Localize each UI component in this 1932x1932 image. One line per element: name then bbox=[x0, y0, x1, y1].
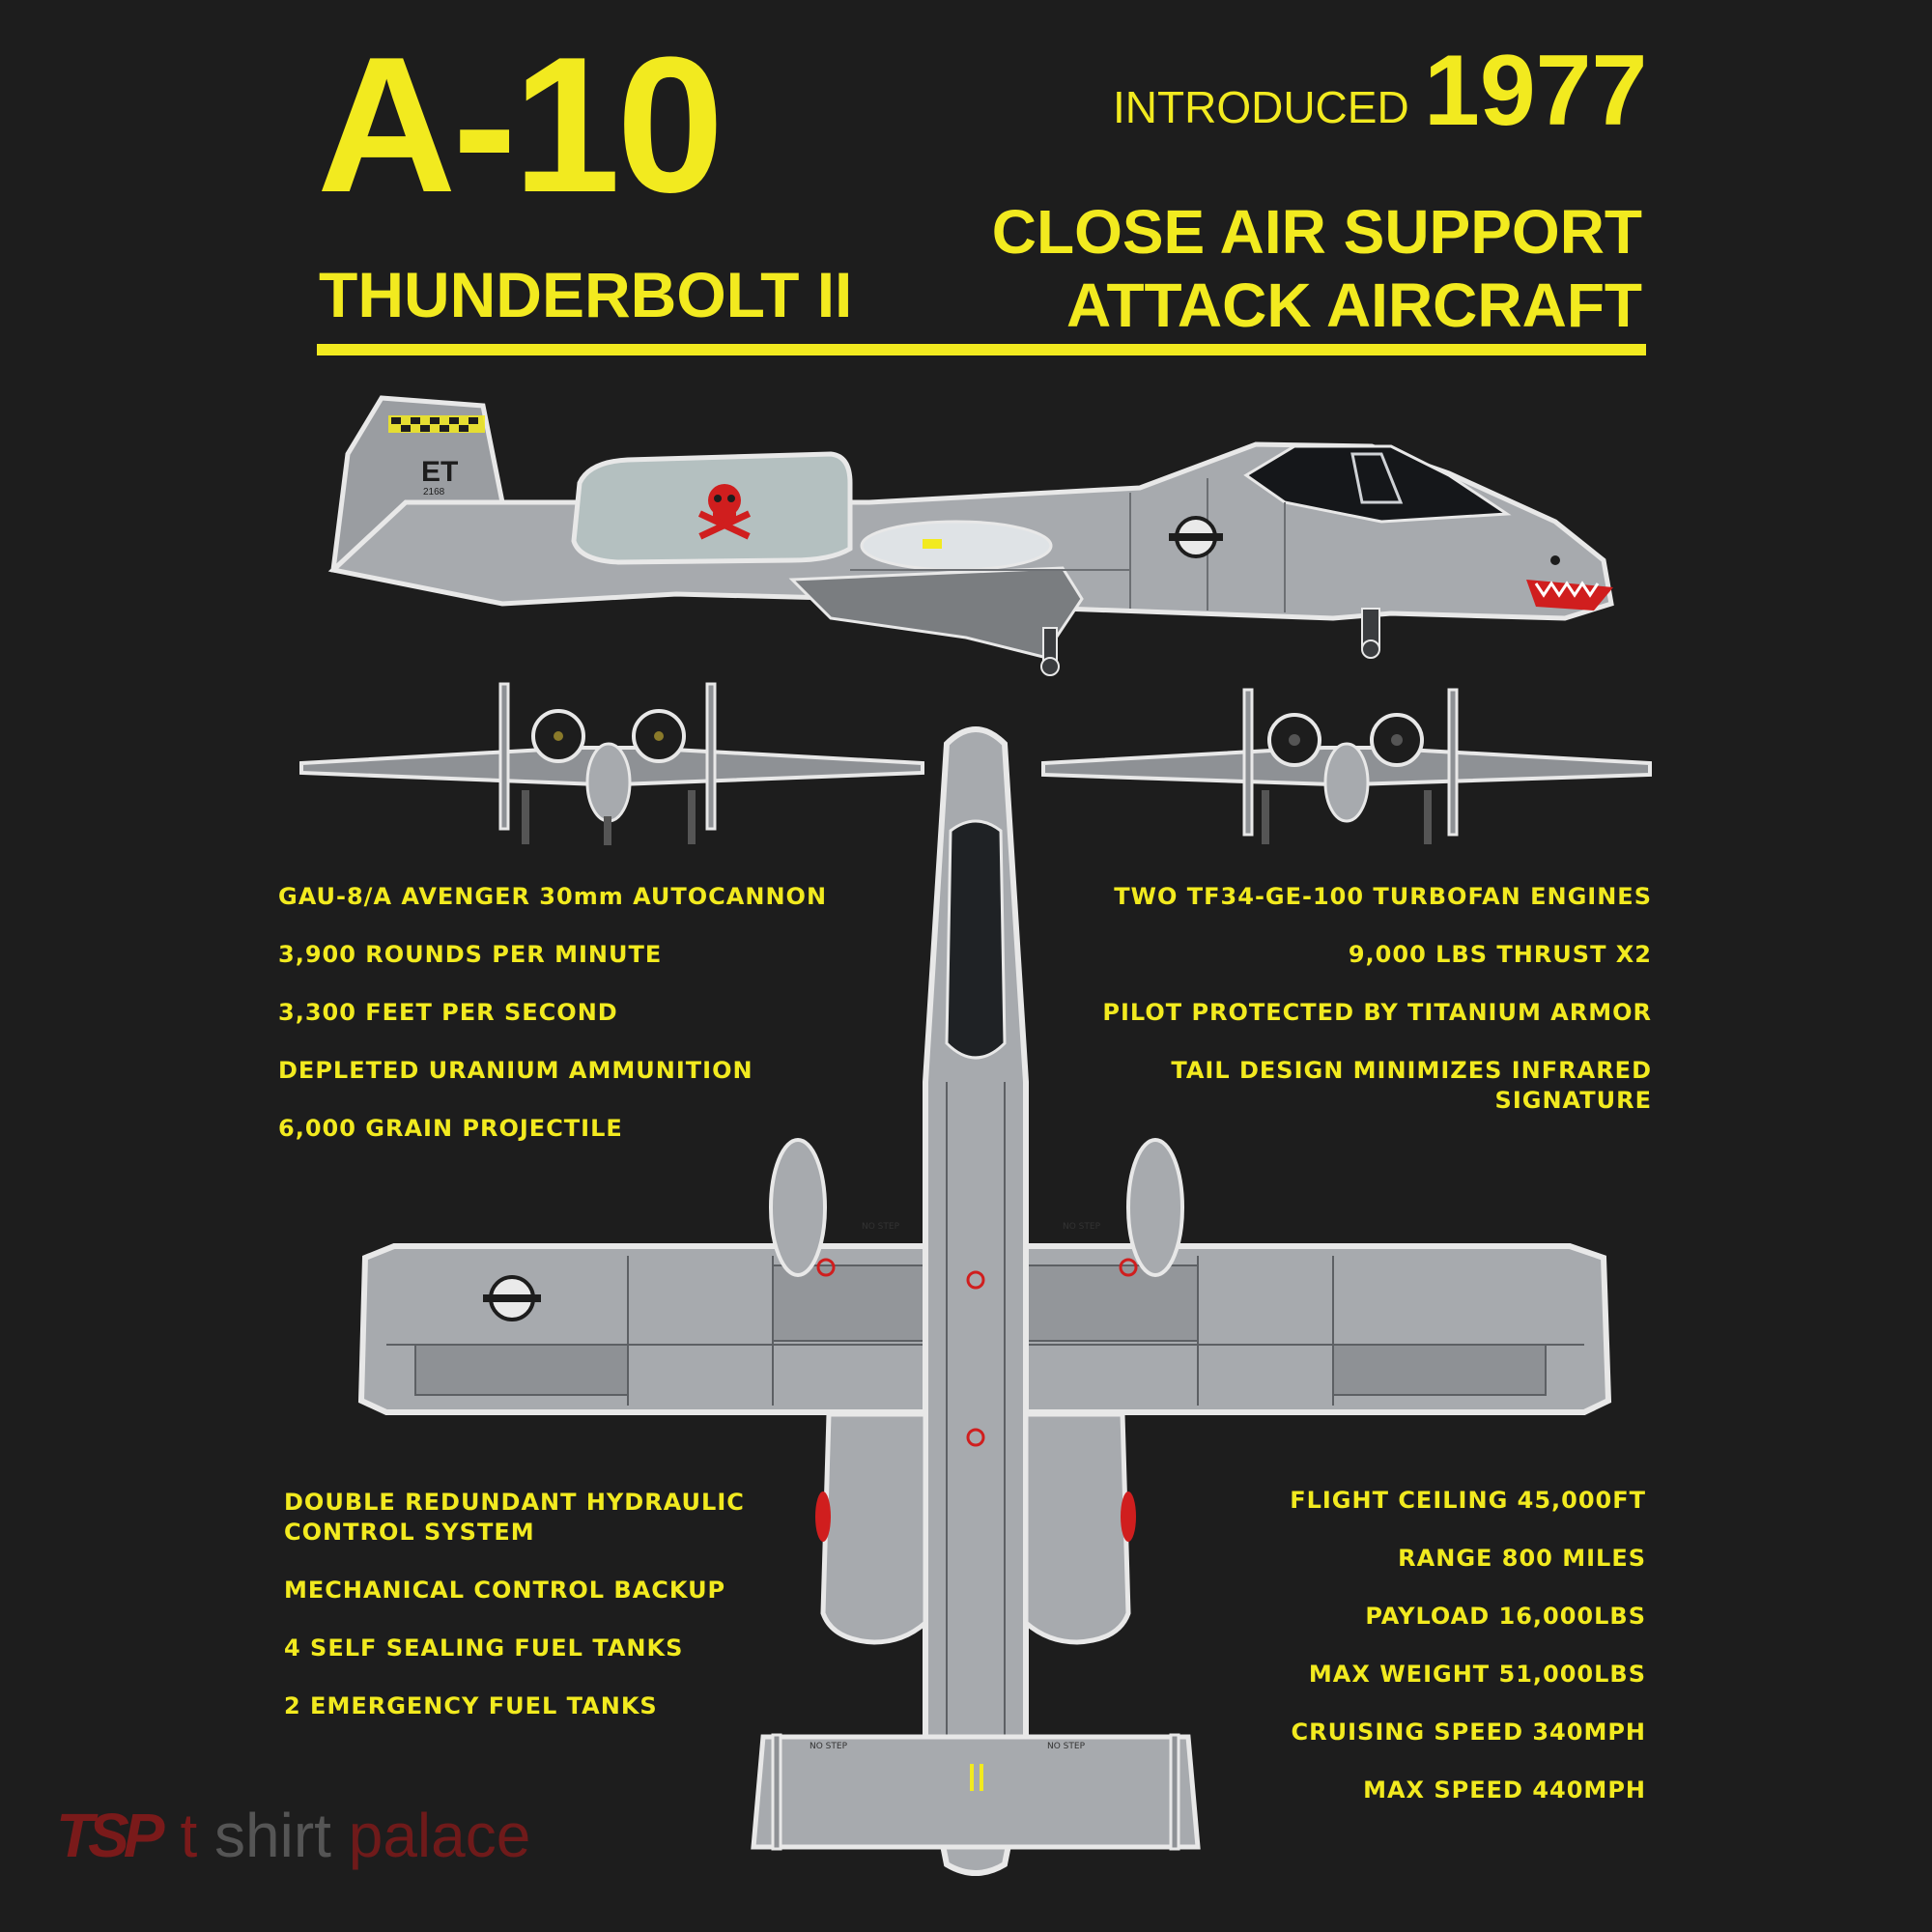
spec-right-bottom-1: FLIGHT CEILING 45,000FT bbox=[1290, 1487, 1646, 1514]
spec-left-bottom-1: DOUBLE REDUNDANT HYDRAULIC bbox=[284, 1489, 745, 1516]
spec-right-top-2: 9,000 LBS THRUST X2 bbox=[1348, 941, 1652, 968]
top-view-aircraft: NO STEP NO STEP NO STEP NO STEP bbox=[357, 726, 1612, 1876]
spec-right-top-5: SIGNATURE bbox=[1494, 1087, 1652, 1114]
model-title: A-10 bbox=[317, 17, 724, 233]
introduced-year: 1977 bbox=[1424, 35, 1648, 147]
watermark-t: t bbox=[180, 1801, 198, 1870]
tail-code-text: ET bbox=[421, 456, 458, 488]
watermark-palace: palace bbox=[330, 1801, 531, 1870]
spec-right-bottom-5: CRUISING SPEED 340MPH bbox=[1291, 1719, 1646, 1746]
spec-right-bottom-4: MAX WEIGHT 51,000LBS bbox=[1308, 1661, 1646, 1688]
spec-right-bottom-2: RANGE 800 MILES bbox=[1398, 1545, 1646, 1572]
spec-right-bottom-3: PAYLOAD 16,000LBS bbox=[1365, 1603, 1646, 1630]
spec-right-top-1: TWO TF34-GE-100 TURBOFAN ENGINES bbox=[1114, 883, 1652, 910]
star-insignia-icon bbox=[1169, 516, 1223, 558]
introduced-label: INTRODUCED bbox=[1113, 82, 1409, 132]
header-underline bbox=[317, 344, 1646, 355]
spec-left-bottom-3: MECHANICAL CONTROL BACKUP bbox=[284, 1577, 726, 1604]
shark-mouth-icon bbox=[1526, 555, 1613, 611]
watermark-shirt: shirt bbox=[197, 1801, 331, 1870]
spec-right-bottom-6: MAX SPEED 440MPH bbox=[1363, 1776, 1646, 1804]
spec-left-bottom-4: 4 SELF SEALING FUEL TANKS bbox=[284, 1634, 684, 1662]
front-view-aircraft-left bbox=[299, 682, 924, 845]
spec-left-bottom-2: CONTROL SYSTEM bbox=[284, 1519, 535, 1546]
spec-left-top-3: 3,300 FEET PER SECOND bbox=[278, 999, 618, 1026]
role-line-1: CLOSE AIR SUPPORT bbox=[991, 197, 1642, 267]
spec-left-top-2: 3,900 ROUNDS PER MINUTE bbox=[278, 941, 663, 968]
side-view-aircraft: ET 2168 bbox=[327, 395, 1614, 676]
no-step-label: NO STEP bbox=[1063, 1222, 1101, 1232]
spec-right-top-4: TAIL DESIGN MINIMIZES INFRARED bbox=[1171, 1057, 1652, 1084]
spec-left-top-5: 6,000 GRAIN PROJECTILE bbox=[278, 1115, 623, 1142]
no-step-label: NO STEP bbox=[862, 1222, 900, 1232]
spec-left-top-1: GAU-8/A AVENGER 30mm AUTOCANNON bbox=[278, 883, 828, 910]
watermark-logo: TSP bbox=[56, 1801, 164, 1870]
no-step-label: NO STEP bbox=[1047, 1742, 1086, 1751]
no-step-label: NO STEP bbox=[810, 1742, 848, 1751]
spec-left-top-4: DEPLETED URANIUM AMMUNITION bbox=[278, 1057, 753, 1084]
wing-star-insignia-icon bbox=[483, 1275, 541, 1321]
tail-serial-text: 2168 bbox=[423, 487, 445, 497]
aircraft-name: THUNDERBOLT II bbox=[319, 259, 853, 330]
front-view-aircraft-right bbox=[1041, 688, 1652, 844]
skull-emblem-icon bbox=[697, 484, 752, 540]
role-line-2: ATTACK AIRCRAFT bbox=[1065, 270, 1642, 340]
spec-left-bottom-5: 2 EMERGENCY FUEL TANKS bbox=[284, 1692, 658, 1719]
spec-right-top-3: PILOT PROTECTED BY TITANIUM ARMOR bbox=[1102, 999, 1652, 1026]
